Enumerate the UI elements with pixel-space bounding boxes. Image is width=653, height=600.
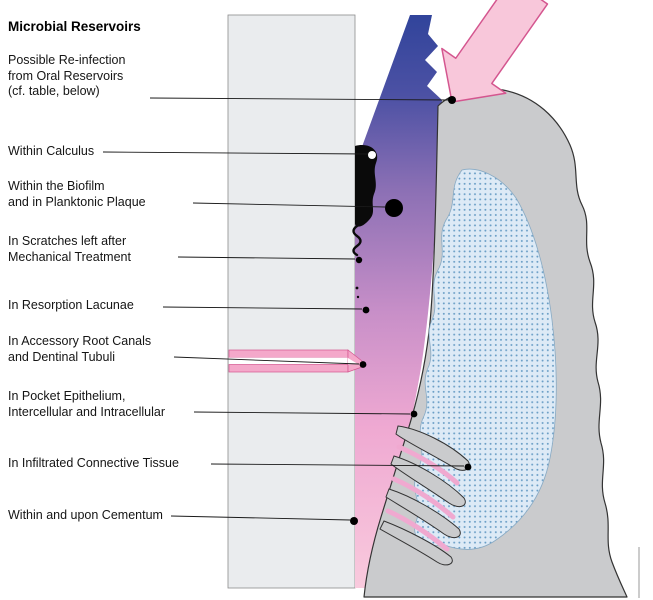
leader-line-pocket-epithelium (193, 411, 411, 415)
label-scratches: In Scratches left after Mechanical Treat… (8, 234, 131, 264)
marker-dot-connective-tissue (464, 463, 472, 471)
marker-dot-scratches (355, 256, 363, 264)
root-dentin-block (227, 14, 356, 589)
epithelium-finger (390, 455, 466, 508)
marker-dot-reinfection (448, 96, 456, 104)
label-reinfection: Possible Re-infection from Oral Reservoi… (8, 53, 126, 98)
label-connective-tissue: In Infiltrated Connective Tissue (8, 456, 179, 470)
leader-line-connective-tissue (210, 463, 465, 467)
leader-line-resorption (162, 306, 363, 310)
resorption-pit-dot (356, 295, 360, 299)
leader-line-biofilm (192, 202, 386, 208)
label-root-canals: In Accessory Root Canals and Dentinal Tu… (8, 334, 152, 364)
reinfection-arrow (441, 0, 549, 103)
resorption-pit-dot (355, 286, 359, 290)
marker-dot-calculus (368, 151, 376, 159)
marker-dots (350, 96, 472, 525)
leader-lines (102, 97, 465, 521)
label-biofilm: Within the Biofilm and in Planktonic Pla… (8, 179, 146, 209)
marker-dot-biofilm (385, 199, 403, 217)
leader-line-reinfection (149, 97, 451, 101)
epithelium-finger (395, 425, 470, 471)
figure-title: Microbial Reservoirs (8, 19, 141, 34)
accessory-canal-lower-wall (228, 364, 349, 373)
leader-line-scratches (177, 256, 356, 260)
label-resorption: In Resorption Lacunae (8, 298, 134, 312)
marker-dot-cementum (350, 517, 358, 525)
pocket-strip (396, 444, 460, 486)
epithelium-finger (379, 520, 453, 566)
epithelium-fingers (379, 425, 470, 566)
accessory-canal-lumen-tip (348, 358, 357, 365)
epithelium-finger (385, 488, 461, 539)
pocket-strip (385, 508, 450, 552)
marker-dot-pocket-epithelium (410, 410, 418, 418)
leader-line-cementum (170, 515, 351, 521)
pocket-strips (385, 444, 460, 552)
marker-dot-root-canals (359, 361, 367, 368)
pocket-strip (391, 476, 456, 520)
leader-line-calculus (102, 151, 369, 155)
leader-line-root-canals (173, 356, 360, 365)
marker-dot-resorption (362, 306, 370, 314)
label-cementum: Within and upon Cementum (8, 508, 163, 522)
label-pocket-epithelium: In Pocket Epithelium, Intercellular and … (8, 389, 166, 419)
accessory-root-canal (228, 349, 363, 373)
accessory-canal-upper-wall (228, 349, 349, 358)
scratch-squiggle (352, 224, 362, 257)
label-calculus: Within Calculus (8, 144, 95, 158)
